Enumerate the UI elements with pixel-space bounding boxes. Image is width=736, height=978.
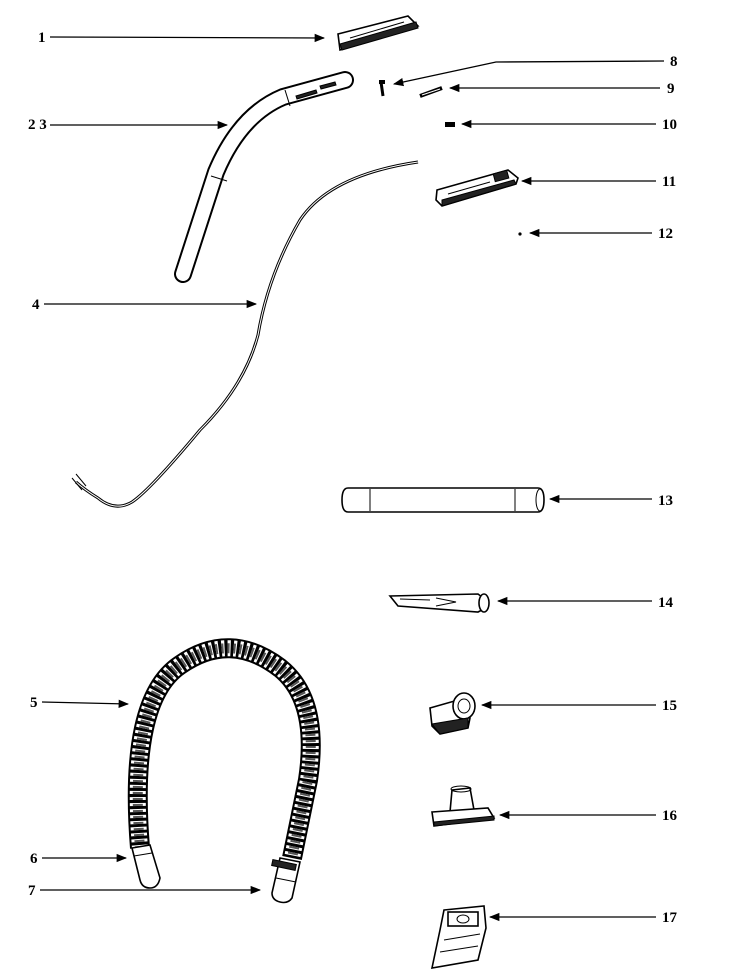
- part-17-dust-bag: [430, 905, 487, 969]
- callout-17: 17: [488, 910, 678, 926]
- part-9-pin: [419, 86, 443, 98]
- part-2-3-handle-tube: [174, 71, 354, 283]
- callout-13: 13: [548, 493, 673, 509]
- callout-14: 14: [496, 595, 674, 611]
- callout-1: 1: [38, 30, 326, 46]
- callout-16: 16: [498, 808, 678, 824]
- callout-9: 9: [448, 81, 675, 97]
- svg-text:16: 16: [662, 808, 678, 824]
- part-13-extension-wand: [341, 487, 545, 513]
- callout-11: 11: [520, 174, 676, 190]
- callout-15: 15: [480, 698, 677, 714]
- part-12-small-screw: [518, 232, 522, 236]
- svg-text:2 3: 2 3: [28, 117, 47, 133]
- part-16-upholstery-tool: [431, 785, 496, 827]
- svg-text:13: 13: [658, 493, 673, 509]
- part-11-switch-housing: [435, 169, 519, 207]
- part-1-handle-grip: [337, 15, 420, 52]
- svg-text:7: 7: [28, 883, 36, 899]
- svg-text:8: 8: [670, 54, 678, 70]
- callout-8: 8: [392, 54, 678, 87]
- part-5-hose: [127, 638, 321, 861]
- svg-text:4: 4: [32, 297, 40, 313]
- svg-text:10: 10: [662, 117, 677, 133]
- part-14-crevice-tool: [388, 593, 490, 613]
- svg-text:11: 11: [662, 174, 676, 190]
- callout-4: 4: [32, 297, 258, 313]
- callout-12: 12: [528, 226, 673, 242]
- part-10-clip: [445, 122, 455, 127]
- callout-7: 7: [28, 883, 262, 899]
- part-15-dusting-brush: [429, 692, 476, 735]
- part-6-hose-cuff: [131, 844, 161, 889]
- svg-text:1: 1: [38, 30, 46, 46]
- svg-text:6: 6: [30, 851, 38, 867]
- svg-text:12: 12: [658, 226, 673, 242]
- svg-text:14: 14: [658, 595, 674, 611]
- part-4-cord: [71, 160, 419, 508]
- part-7-hose-swivel: [271, 857, 301, 904]
- svg-text:15: 15: [662, 698, 677, 714]
- callout-6: 6: [30, 851, 128, 867]
- svg-text:5: 5: [30, 695, 38, 711]
- part-8-screw: [379, 80, 385, 97]
- svg-text:17: 17: [662, 910, 678, 926]
- callout-10: 10: [460, 117, 677, 133]
- callout-2-3: 2 3: [28, 117, 229, 133]
- callout-5: 5: [30, 695, 130, 711]
- svg-text:9: 9: [667, 81, 675, 97]
